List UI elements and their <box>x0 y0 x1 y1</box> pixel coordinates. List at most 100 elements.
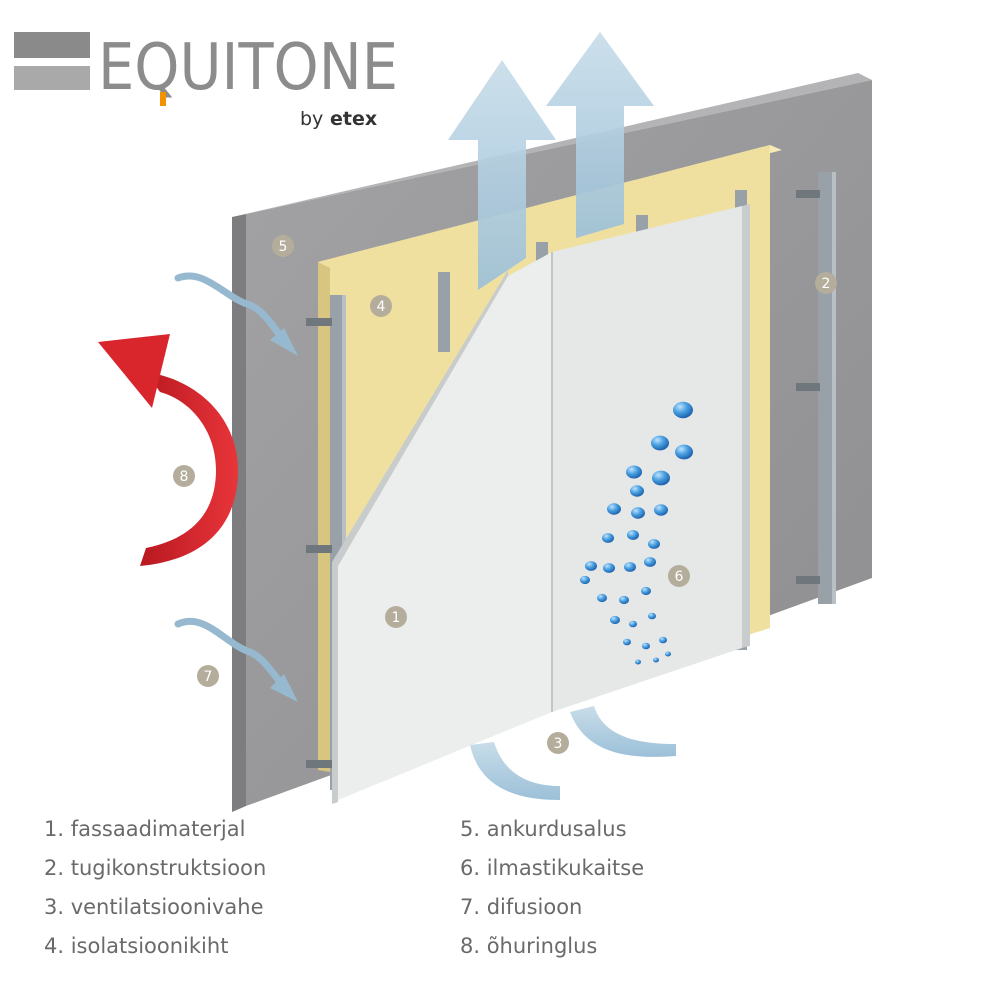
marker-circle <box>385 606 407 628</box>
marker-label: 6 <box>675 569 684 585</box>
water-droplet <box>585 561 597 571</box>
water-droplet <box>635 659 641 665</box>
water-droplet <box>654 504 668 516</box>
legend-right-column: 5. ankurdusalus 6. ilmastikukaitse 7. di… <box>460 810 644 966</box>
water-droplet <box>629 620 637 628</box>
water-droplet <box>648 612 656 620</box>
water-droplet <box>644 557 656 567</box>
water-droplet <box>623 638 631 646</box>
legend-item-6: 6. ilmastikukaitse <box>460 856 645 880</box>
bracket <box>796 190 820 198</box>
wall-top <box>232 73 872 217</box>
marker-7: 7 <box>197 665 219 687</box>
ventilation-arrows <box>448 32 676 800</box>
legend-item-2: 2. tugikonstruktsioon <box>44 856 267 880</box>
marker-4: 4 <box>370 295 392 317</box>
bracket <box>796 576 820 584</box>
air-intake-curve-right <box>570 706 676 757</box>
rail-right <box>818 172 834 604</box>
panel-left <box>338 252 552 800</box>
logo-swatch-bottom <box>14 66 90 90</box>
bracket <box>796 383 820 391</box>
marker-circle <box>272 235 294 257</box>
legend-item-8: 8. õhuringlus <box>460 934 598 958</box>
facade-panels <box>332 204 750 804</box>
bracket <box>306 545 332 553</box>
water-droplet <box>675 444 693 460</box>
diffusion-arrows <box>174 272 298 702</box>
rail-right-edge <box>832 172 836 604</box>
marker-5: 5 <box>272 235 294 257</box>
logo-tagline-company: etex <box>330 108 377 130</box>
marker-2: 2 <box>815 272 837 294</box>
red-arrow-body <box>140 372 238 566</box>
water-droplet <box>652 470 670 486</box>
bracket <box>306 318 332 326</box>
water-droplets <box>580 401 693 665</box>
diffusion-arrow-top <box>174 272 284 340</box>
water-droplet <box>597 593 607 603</box>
legend-item-5: 5. ankurdusalus <box>460 817 627 841</box>
legend-item-1: 1. fassaadimaterjal <box>44 817 246 841</box>
diffusion-arrow-top-head <box>270 328 298 356</box>
marker-circle <box>815 272 837 294</box>
water-droplet <box>626 465 642 479</box>
water-droplet <box>580 575 590 585</box>
water-droplet <box>631 507 645 519</box>
marker-6: 6 <box>668 565 690 587</box>
water-droplet <box>624 562 636 572</box>
water-droplet <box>659 636 667 644</box>
water-droplet <box>651 435 669 451</box>
logo-swatch-top <box>14 32 90 58</box>
water-droplet <box>648 539 660 549</box>
water-droplet <box>653 657 659 663</box>
water-droplet <box>641 586 651 596</box>
marker-circle <box>197 665 219 687</box>
red-arrow-head <box>98 334 170 408</box>
water-droplet <box>610 615 620 625</box>
water-droplet <box>607 503 621 515</box>
legend-item-3: 3. ventilatsioonivahe <box>44 895 264 919</box>
number-markers: 1 2 3 4 5 6 7 8 <box>173 235 837 754</box>
marker-3: 3 <box>547 732 569 754</box>
legend-item-4: 4. isolatsioonikiht <box>44 934 229 958</box>
marker-8: 8 <box>173 465 195 487</box>
wall-side <box>232 214 246 812</box>
marker-label: 3 <box>554 736 563 752</box>
bracket <box>306 760 332 768</box>
water-droplet <box>619 595 629 605</box>
insulation-side <box>318 262 330 772</box>
marker-label: 8 <box>180 469 189 485</box>
logo-q-accent <box>160 92 166 106</box>
air-up-arrow-left <box>448 60 556 290</box>
marker-label: 1 <box>392 610 401 626</box>
marker-circle <box>668 565 690 587</box>
marker-1: 1 <box>385 606 407 628</box>
water-droplet <box>630 485 644 497</box>
marker-label: 5 <box>279 239 288 255</box>
rail-mid <box>438 272 450 352</box>
marker-label: 2 <box>822 276 831 292</box>
logo-tagline-by: by <box>300 108 323 130</box>
water-droplet <box>602 533 614 543</box>
marker-label: 4 <box>377 299 386 315</box>
water-droplet <box>603 563 615 573</box>
water-droplet <box>642 642 650 650</box>
panel-right <box>552 206 742 712</box>
legend-item-7: 7. difusioon <box>460 895 583 919</box>
diffusion-arrow-bottom <box>174 618 284 686</box>
air-circulation-arrow <box>98 334 238 566</box>
legend-left-column: 1. fassaadimaterjal 2. tugikonstruktsioo… <box>44 810 266 966</box>
water-droplet <box>627 530 639 540</box>
air-intake-curve-left <box>470 742 560 800</box>
logo-brand-text: EQUITONE <box>98 31 398 105</box>
marker-circle <box>547 732 569 754</box>
panel-right-edge <box>742 204 750 648</box>
marker-circle <box>173 465 195 487</box>
diffusion-arrow-bottom-head <box>270 674 298 702</box>
water-droplet <box>665 651 671 657</box>
water-droplet <box>673 401 693 419</box>
equitone-logo: EQUITONE by etex <box>14 31 398 130</box>
marker-label: 7 <box>204 669 213 685</box>
